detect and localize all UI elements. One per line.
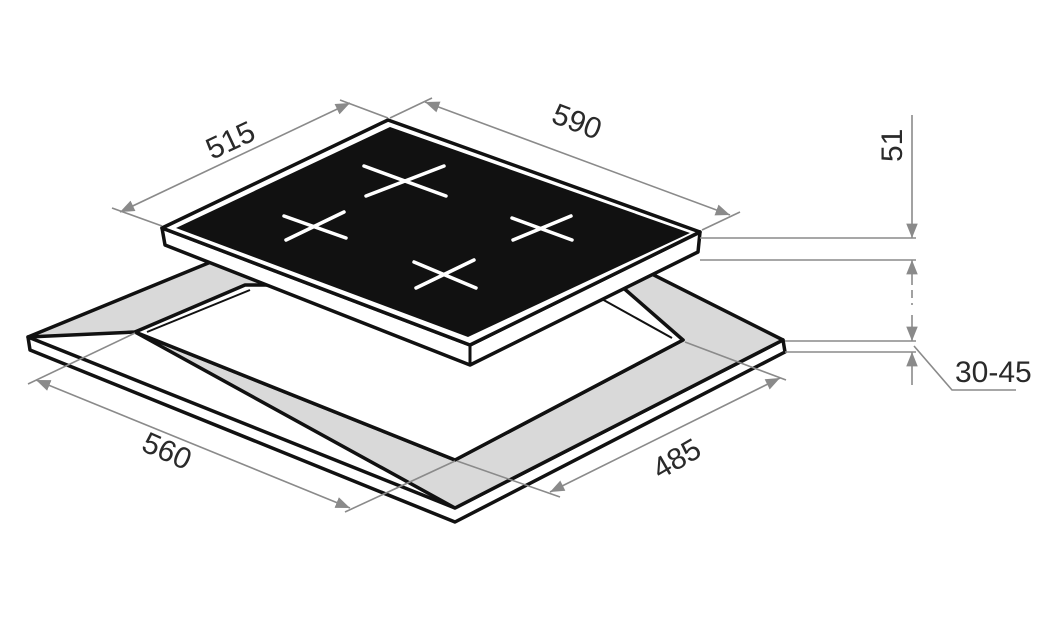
burner-rear-right	[510, 214, 574, 242]
cutout-inner-wall-right	[599, 297, 673, 339]
burner-front-left	[282, 210, 348, 242]
hob-height-label: 51	[876, 129, 909, 162]
hob-depth-label: 515	[201, 115, 260, 166]
dimension-heights: 51 30-45	[700, 115, 1032, 391]
countertop-thickness-label: 30-45	[955, 356, 1032, 389]
hob-width-label: 590	[547, 98, 606, 147]
cutout-inner-wall	[146, 289, 251, 333]
burner-front-right	[412, 258, 478, 290]
cutout-depth-label: 485	[647, 432, 707, 486]
cutout-width-label: 560	[137, 426, 196, 477]
